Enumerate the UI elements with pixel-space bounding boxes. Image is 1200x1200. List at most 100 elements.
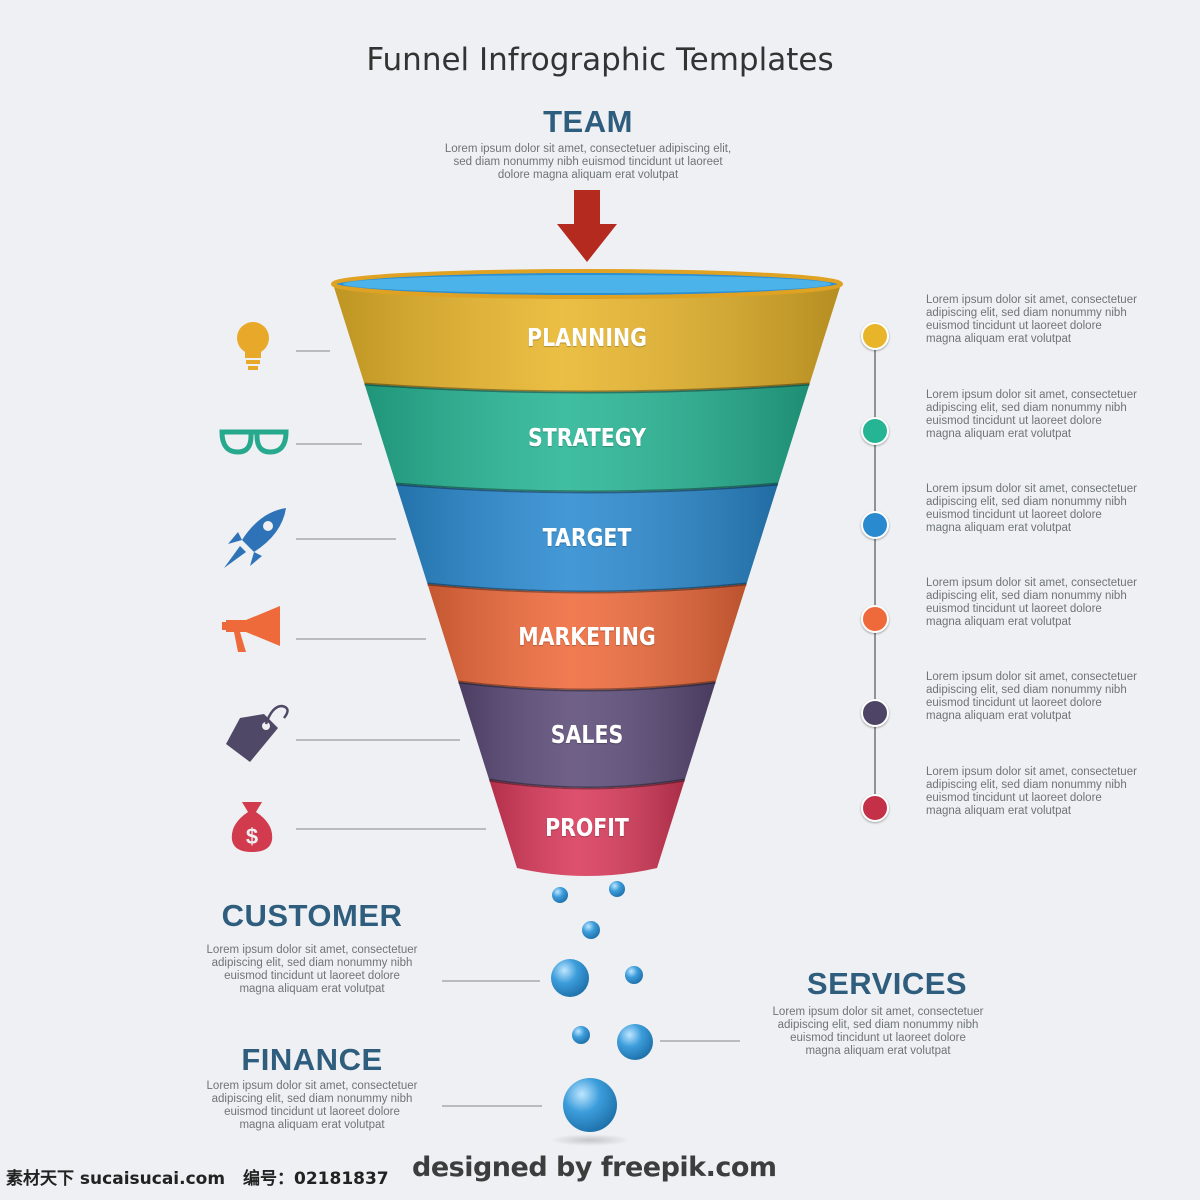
lightbulb-icon — [237, 322, 269, 370]
stage-label-marketing: MARKETING — [518, 622, 656, 651]
stage-note-line: magna aliquam erat volutpat — [926, 522, 1072, 534]
stage-note: Lorem ipsum dolor sit amet, consectetuer… — [926, 389, 1186, 441]
stage-note-line: euismod tincidunt ut laoreet dolore — [926, 603, 1102, 615]
down-arrow-icon — [557, 190, 617, 262]
bubble — [625, 966, 643, 984]
stage-note-line: Lorem ipsum dolor sit amet, consectetuer — [926, 294, 1137, 306]
megaphone-icon — [222, 606, 280, 652]
services-text-line: Lorem ipsum dolor sit amet, consectetuer — [772, 1006, 984, 1018]
connector-line — [296, 638, 426, 640]
bubble — [551, 959, 589, 997]
id-watermark: 编号：02181837 — [243, 1169, 389, 1189]
funnel-band-divider — [364, 382, 810, 394]
stage-note-line: adipiscing elit, sed diam nonummy nibh — [926, 307, 1127, 319]
stage-note: Lorem ipsum dolor sit amet, consectetuer… — [926, 294, 1186, 346]
services-text-line: euismod tincidunt ut laoreet dolore — [790, 1032, 966, 1044]
funnel-band-divider — [427, 582, 747, 594]
finance-text-line: euismod tincidunt ut laoreet dolore — [224, 1106, 400, 1118]
connector-line — [296, 350, 330, 352]
funnel-band-shading — [458, 682, 716, 788]
team-text-line: sed diam nonummy nibh euismod tincidunt … — [453, 156, 723, 168]
stage-label-target: TARGET — [542, 523, 632, 552]
svg-text:$: $ — [246, 824, 258, 849]
connector-line — [660, 1040, 740, 1042]
stage-note: Lorem ipsum dolor sit amet, consectetuer… — [926, 766, 1186, 818]
finance-heading: FINANCE — [241, 1042, 383, 1077]
services-text-line: adipiscing elit, sed diam nonummy nibh — [777, 1019, 979, 1031]
stage-note-line: Lorem ipsum dolor sit amet, consectetuer — [926, 483, 1137, 495]
services-text-line: magna aliquam erat volutpat — [805, 1045, 951, 1057]
services-heading: SERVICES — [806, 966, 968, 1001]
customer-text-line: adipiscing elit, sed diam nonummy nibh — [211, 957, 413, 969]
bubble — [563, 1078, 617, 1132]
timeline-line — [874, 335, 876, 810]
services-text: Lorem ipsum dolor sit amet, consectetuer… — [736, 1006, 1020, 1058]
stage-note-line: magna aliquam erat volutpat — [926, 428, 1072, 440]
stage-label-planning: PLANNING — [527, 323, 647, 352]
connector-line — [296, 538, 396, 540]
timeline-dot — [861, 417, 889, 445]
connector-line — [442, 1105, 542, 1107]
stage-note-line: euismod tincidunt ut laoreet dolore — [926, 792, 1102, 804]
site-watermark: 素材天下 sucaisucai.com — [6, 1169, 226, 1189]
funnel-band-divider — [458, 680, 716, 692]
bubble — [617, 1024, 653, 1060]
funnel-band-divider — [489, 778, 685, 790]
stage-label-strategy: STRATEGY — [527, 423, 647, 452]
stage-note: Lorem ipsum dolor sit amet, consectetuer… — [926, 577, 1186, 629]
customer-text: Lorem ipsum dolor sit amet, consectetuer… — [170, 944, 454, 996]
stage-label-profit: PROFIT — [545, 813, 629, 842]
team-heading: TEAM — [543, 104, 633, 139]
finance-text-line: adipiscing elit, sed diam nonummy nibh — [211, 1093, 413, 1105]
timeline-dot — [861, 794, 889, 822]
glasses-icon — [219, 429, 289, 455]
price-tag-icon — [226, 704, 289, 762]
funnel-band-shading — [364, 384, 810, 492]
bubble — [582, 921, 600, 939]
timeline-dot — [861, 511, 889, 539]
stage-note-line: magna aliquam erat volutpat — [926, 710, 1072, 722]
stage-note-line: adipiscing elit, sed diam nonummy nibh — [926, 684, 1127, 696]
funnel-band-shading — [333, 284, 841, 392]
stage-note-line: adipiscing elit, sed diam nonummy nibh — [926, 590, 1127, 602]
connector-line — [296, 828, 486, 830]
stage-note: Lorem ipsum dolor sit amet, consectetuer… — [926, 671, 1186, 723]
rocket-icon — [224, 508, 286, 568]
stage-note-line: euismod tincidunt ut laoreet dolore — [926, 320, 1102, 332]
bubble — [609, 881, 625, 897]
stage-note-line: magna aliquam erat volutpat — [926, 333, 1072, 345]
stage-note-line: Lorem ipsum dolor sit amet, consectetuer — [926, 766, 1137, 778]
finance-text: Lorem ipsum dolor sit amet, consectetuer… — [170, 1080, 454, 1132]
connector-line — [296, 739, 460, 741]
stage-note-line: Lorem ipsum dolor sit amet, consectetuer — [926, 577, 1137, 589]
connector-line — [442, 980, 540, 982]
customer-text-line: Lorem ipsum dolor sit amet, consectetuer — [206, 944, 418, 956]
team-text: Lorem ipsum dolor sit amet, consectetuer… — [380, 143, 796, 182]
stage-note-line: adipiscing elit, sed diam nonummy nibh — [926, 779, 1127, 791]
funnel-band-shading — [396, 484, 778, 592]
bubble — [552, 887, 568, 903]
stage-note-line: euismod tincidunt ut laoreet dolore — [926, 509, 1102, 521]
freepik-credit: designed by freepik.com — [412, 1152, 777, 1183]
stage-note-line: euismod tincidunt ut laoreet dolore — [926, 415, 1102, 427]
stage-note-line: magna aliquam erat volutpat — [926, 616, 1072, 628]
funnel-bands — [333, 284, 841, 876]
finance-text-line: Lorem ipsum dolor sit amet, consectetuer — [206, 1080, 418, 1092]
team-text-line: Lorem ipsum dolor sit amet, consectetuer… — [444, 143, 732, 155]
stage-label-sales: SALES — [550, 720, 624, 749]
timeline-dot — [861, 699, 889, 727]
finance-text-line: magna aliquam erat volutpat — [239, 1119, 385, 1131]
bubble — [572, 1026, 590, 1044]
page-title: Funnel Infrographic Templates — [366, 42, 834, 78]
stage-note-line: euismod tincidunt ut laoreet dolore — [926, 697, 1102, 709]
stage-note-line: magna aliquam erat volutpat — [926, 805, 1072, 817]
customer-text-line: magna aliquam erat volutpat — [239, 983, 385, 995]
team-text-line: dolore magna aliquam erat volutpat — [497, 169, 679, 181]
funnel-band-shading — [427, 584, 747, 690]
funnel-band-shading — [489, 780, 685, 876]
timeline-dot — [861, 322, 889, 350]
stage-note-line: adipiscing elit, sed diam nonummy nibh — [926, 496, 1127, 508]
stage-note-line: Lorem ipsum dolor sit amet, consectetuer — [926, 671, 1137, 683]
stage-note: Lorem ipsum dolor sit amet, consectetuer… — [926, 483, 1186, 535]
